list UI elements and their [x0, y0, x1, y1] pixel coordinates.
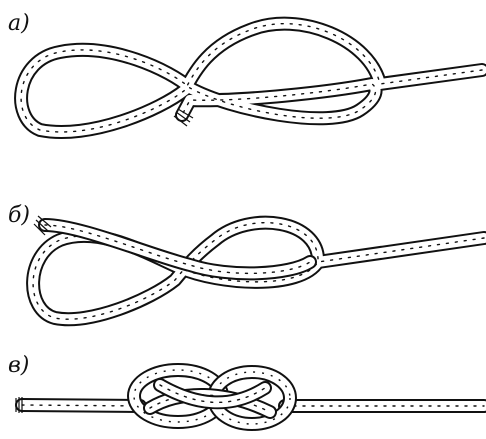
panel-a-rope: [21, 24, 482, 132]
panel-c-rope: [16, 370, 484, 424]
panel-b-rope: [33, 216, 484, 319]
panel-c-knot: [134, 370, 290, 424]
panel-b-label: б): [8, 203, 30, 228]
panel-b: б): [8, 203, 484, 319]
panel-a: a): [8, 11, 482, 132]
panel-a-label: a): [8, 11, 30, 36]
panel-c: в): [8, 353, 484, 424]
panel-c-label: в): [8, 353, 29, 378]
